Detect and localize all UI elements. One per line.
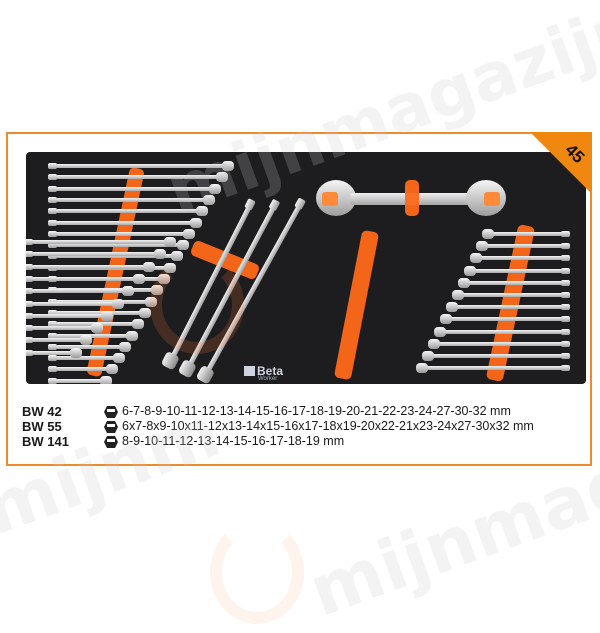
nut-icon <box>104 435 118 448</box>
nut-icon <box>104 405 118 418</box>
beta-brand-logo: Beta Worker <box>244 364 283 382</box>
combination-wrench <box>26 249 166 260</box>
beta-logo-icon <box>244 366 255 376</box>
long-wrench-1 <box>168 202 254 362</box>
combination-wrench <box>422 351 570 361</box>
spec-code: BW 141 <box>22 434 69 449</box>
watermark-logo-icon <box>210 520 304 624</box>
nut-icon <box>104 420 118 433</box>
combination-wrench <box>416 363 570 374</box>
spec-row: BW 42 6-7-8-9-10-11-12-13-14-15-16-17-18… <box>22 404 582 419</box>
combination-wrench <box>26 323 103 334</box>
long-wrench-2 <box>185 203 278 370</box>
combination-wrench <box>434 326 570 337</box>
combination-wrench <box>48 217 202 228</box>
combination-wrench <box>48 194 215 205</box>
combination-wrench <box>48 364 118 375</box>
combination-wrench <box>476 241 570 252</box>
combination-wrench <box>26 261 155 272</box>
combination-wrench <box>48 353 125 364</box>
tool-tray: Beta Worker <box>26 152 586 384</box>
combination-wrench <box>482 229 570 239</box>
spec-list: BW 42 6-7-8-9-10-11-12-13-14-15-16-17-18… <box>22 404 582 449</box>
combination-wrench <box>440 314 570 325</box>
combination-wrench <box>26 286 134 297</box>
double-open-end-wrench <box>316 180 506 216</box>
combination-wrench <box>458 277 570 288</box>
combination-wrench <box>452 290 570 300</box>
combination-wrench <box>464 265 570 276</box>
combination-wrench <box>26 310 113 321</box>
spec-sizes: 6x7-8x9-10x11-12x13-14x15-16x17-18x19-20… <box>122 419 534 433</box>
product-frame: 45 Beta Worker BW 42 <box>6 132 592 466</box>
spec-row: BW 55 6x7-8x9-10x11-12x13-14x15-16x17-18… <box>22 419 582 434</box>
combination-wrench <box>48 375 112 384</box>
combination-wrench <box>428 338 570 349</box>
combination-wrench <box>48 172 228 183</box>
spec-row: BW 141 8-9-10-11-12-13-14-15-16-17-18-19… <box>22 434 582 449</box>
spec-code: BW 55 <box>22 419 62 434</box>
combination-wrench <box>26 335 92 346</box>
combination-wrench <box>26 273 145 284</box>
combination-wrench <box>26 237 176 247</box>
combination-wrench <box>48 307 151 318</box>
combination-wrench <box>48 206 208 217</box>
combination-wrench <box>26 298 124 309</box>
combination-wrench <box>48 240 189 251</box>
combination-wrench <box>48 251 183 262</box>
combination-wrench <box>26 347 82 358</box>
spec-code: BW 42 <box>22 404 62 419</box>
combination-wrench <box>446 302 570 313</box>
long-wrench-3 <box>203 201 304 376</box>
spec-sizes: 8-9-10-11-12-13-14-15-16-17-18-19 mm <box>122 434 345 448</box>
combination-wrench <box>48 161 234 171</box>
combination-wrench <box>48 341 131 352</box>
count-badge <box>530 132 592 194</box>
combination-wrench <box>48 228 195 239</box>
combination-wrench <box>48 183 221 194</box>
combination-wrench <box>470 253 570 264</box>
spec-sizes: 6-7-8-9-10-11-12-13-14-15-16-17-18-19-20… <box>122 404 511 418</box>
center-wrench-holder <box>333 229 380 381</box>
